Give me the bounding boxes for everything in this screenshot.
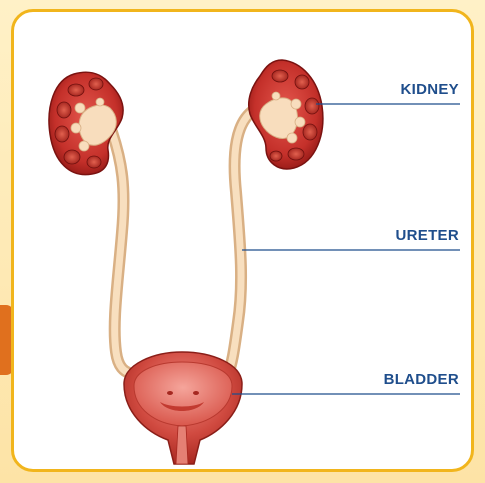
diagram-card: KIDNEY URETER BLADDER	[11, 9, 474, 472]
ureter-label: URETER	[396, 227, 459, 244]
right-ureter	[228, 110, 254, 374]
kidney-label: KIDNEY	[401, 81, 459, 98]
bladder-label: BLADDER	[384, 371, 459, 388]
left-ureter	[112, 132, 132, 374]
bladder	[124, 352, 242, 464]
left-kidney	[49, 72, 123, 174]
right-kidney	[249, 60, 323, 169]
